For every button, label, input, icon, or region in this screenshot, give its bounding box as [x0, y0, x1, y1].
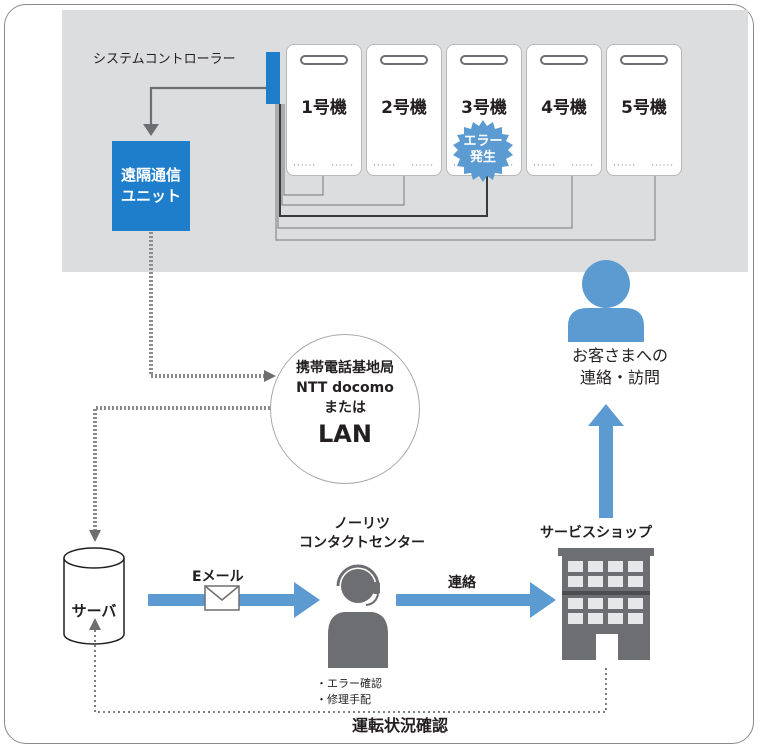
customer-line-2: 連絡・訪問 [579, 368, 660, 387]
unit-slot [300, 55, 348, 65]
remote-to-base-arrowhead [264, 370, 276, 382]
unit-label: 3号機 [461, 98, 507, 118]
unit-vent-left: ······ [613, 161, 637, 171]
renraku-label: 連絡 [448, 575, 476, 591]
operator-icon [328, 564, 388, 668]
service-shop-label: サービスショップ [540, 525, 652, 541]
remote-to-base-line [149, 232, 266, 378]
unit-slot [380, 55, 428, 65]
controller-to-remote-line [149, 86, 266, 126]
task-item: ・エラー確認 [316, 677, 382, 690]
error-badge-icon [453, 120, 513, 182]
wire-unit-4 [277, 104, 573, 229]
wire-unit-2 [281, 104, 405, 206]
visit-arrow-shaft [599, 424, 613, 518]
envelope-icon [204, 585, 240, 611]
controller-to-remote-arrowhead [143, 124, 159, 136]
building-icon [558, 548, 654, 660]
unit-1: 1号機 ······ ······ [286, 44, 362, 176]
remote-unit-line-1: 遠隔通信 [120, 166, 181, 184]
contact-center-tasks: ・エラー確認 ・修理手配 [316, 676, 382, 708]
system-controller-label: システムコントローラー [93, 52, 236, 67]
unit-label: 4号機 [541, 98, 587, 118]
visit-arrow-head [588, 404, 624, 426]
unit-label: 5号機 [621, 98, 667, 118]
email-label: Eメール [192, 569, 244, 585]
base-station-line-4: LAN [318, 420, 372, 448]
wire-unit-3 [279, 104, 488, 217]
task-item: ・修理手配 [316, 693, 371, 706]
system-controller-device [266, 52, 280, 104]
email-arrow-head [294, 582, 320, 618]
unit-slot [540, 55, 588, 65]
wire-unit-5 [275, 104, 656, 241]
customer-line-1: お客さまへの [571, 346, 668, 365]
unit-vent-left: ······ [293, 161, 317, 171]
contact-center-label: ノーリツ コンタクトセンター [282, 515, 442, 553]
remote-unit-line-2: ユニット [120, 187, 181, 205]
base-to-server-line [93, 406, 270, 532]
renraku-arrow-head [530, 582, 556, 618]
base-station-line-3: または [324, 400, 366, 416]
error-badge-line-2: 発生 [469, 150, 496, 165]
unit-vent-right: ······ [411, 161, 435, 171]
unit-vent-left: ······ [373, 161, 397, 171]
unit-vent-right: ······ [651, 161, 675, 171]
unit-label: 2号機 [381, 98, 427, 118]
base-station-line-2: NTT docomo [296, 380, 394, 396]
status-check-arrowhead [89, 618, 101, 630]
renraku-arrow-shaft [396, 594, 532, 606]
unit-slot [620, 55, 668, 65]
remote-communication-unit: 遠隔通信 ユニット [112, 141, 190, 231]
customer-contact-label: お客さまへの 連絡・訪問 [540, 345, 700, 389]
base-station-line-1: 携帯電話基地局 [296, 360, 394, 376]
unit-vent-right: ······ [331, 161, 355, 171]
unit-4: 4号機 ······ ······ [526, 44, 602, 176]
error-badge-text: エラー 発生 [452, 134, 514, 166]
unit-slot [460, 55, 508, 65]
unit-label: 1号機 [301, 98, 347, 118]
unit-5: 5号機 ······ ······ [606, 44, 682, 176]
base-to-server-arrowhead [89, 530, 101, 542]
contact-center-line-1: ノーリツ [334, 516, 390, 532]
customer-person-icon [568, 260, 644, 342]
base-station-text: 携帯電話基地局 NTT docomo または LAN [270, 358, 420, 450]
base-station-circle [270, 334, 420, 484]
server-icon [63, 547, 125, 645]
unit-vent-right: ······ [571, 161, 595, 171]
status-check-line [94, 620, 607, 713]
server-label: サーバ [71, 602, 117, 620]
unit-2: 2号機 ······ ······ [366, 44, 442, 176]
wire-unit-1 [283, 104, 324, 196]
contact-center-line-2: コンタクトセンター [299, 535, 425, 551]
error-badge-line-1: エラー [463, 134, 503, 149]
unit-vent-left: ······ [533, 161, 557, 171]
status-check-label: 運転状況確認 [351, 716, 448, 735]
